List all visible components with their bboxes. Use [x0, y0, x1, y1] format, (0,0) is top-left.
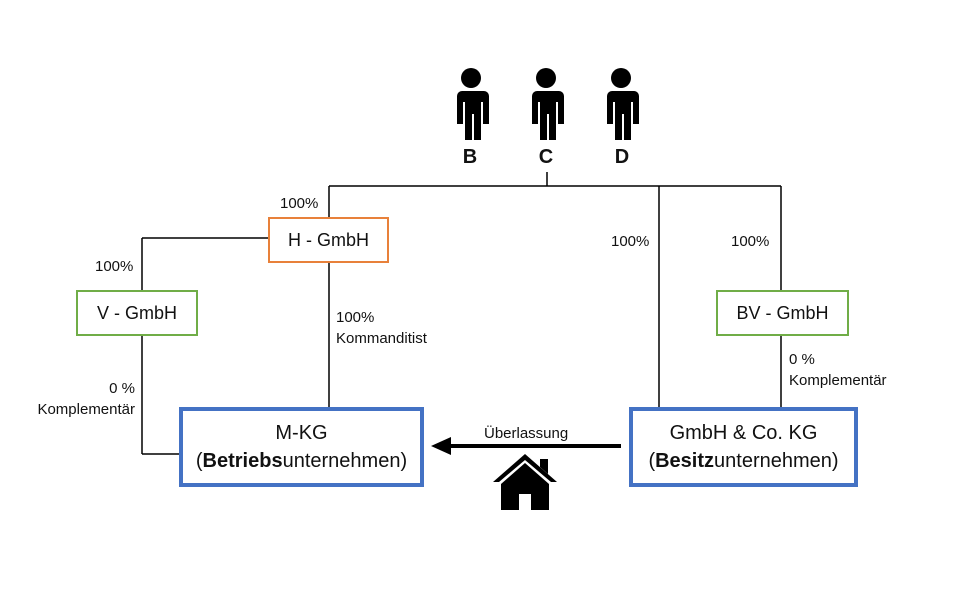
bv-gmbh-box: BV - GmbH	[716, 290, 849, 336]
m-kg-box: M-KG (Betriebsunternehmen)	[179, 407, 424, 487]
v-gmbh-label: V - GmbH	[96, 302, 177, 323]
gmbh-co-kg-subtitle: (Besitzunternehmen)	[648, 450, 839, 472]
h-gmbh-box: H - GmbH	[268, 217, 389, 263]
h-share-label: 100%	[280, 195, 319, 212]
person-icon	[457, 68, 489, 140]
gmbh-co-kg-box: GmbH & Co. KG (Besitzunternehmen)	[629, 407, 858, 487]
bv-gmbh-label: BV - GmbH	[736, 302, 829, 323]
h-gmbh-label: H - GmbH	[288, 229, 369, 250]
person-label-d: D	[614, 146, 630, 168]
bv-kompl-label: Komplementär	[789, 372, 887, 389]
ueberlassung-label: Überlassung	[484, 425, 569, 442]
v-share-label: 100%	[95, 258, 134, 275]
kommanditist-pct-label: 100%	[336, 309, 375, 326]
house-icon	[493, 454, 557, 510]
arrow-left-icon	[431, 437, 621, 455]
v-gmbh-box: V - GmbH	[76, 290, 198, 336]
kommanditist-label: Kommanditist	[336, 330, 427, 347]
m-kg-title: M-KG	[275, 422, 328, 444]
v-kompl-pct-label: 0 %	[109, 380, 135, 397]
v-kompl-label: Komplementär	[37, 401, 135, 418]
gmbh-co-kg-title: GmbH & Co. KG	[669, 422, 818, 444]
bv-share-label: 100%	[731, 233, 770, 250]
connector-lines	[141, 172, 782, 455]
person-icon	[532, 68, 564, 140]
person-label-c: C	[538, 146, 554, 168]
m-kg-subtitle: (Betriebsunternehmen)	[195, 450, 408, 472]
person-label-b: B	[462, 146, 478, 168]
person-icon	[607, 68, 639, 140]
gmbh-co-kg-share-label: 100%	[611, 233, 650, 250]
bv-kompl-pct-label: 0 %	[789, 351, 815, 368]
